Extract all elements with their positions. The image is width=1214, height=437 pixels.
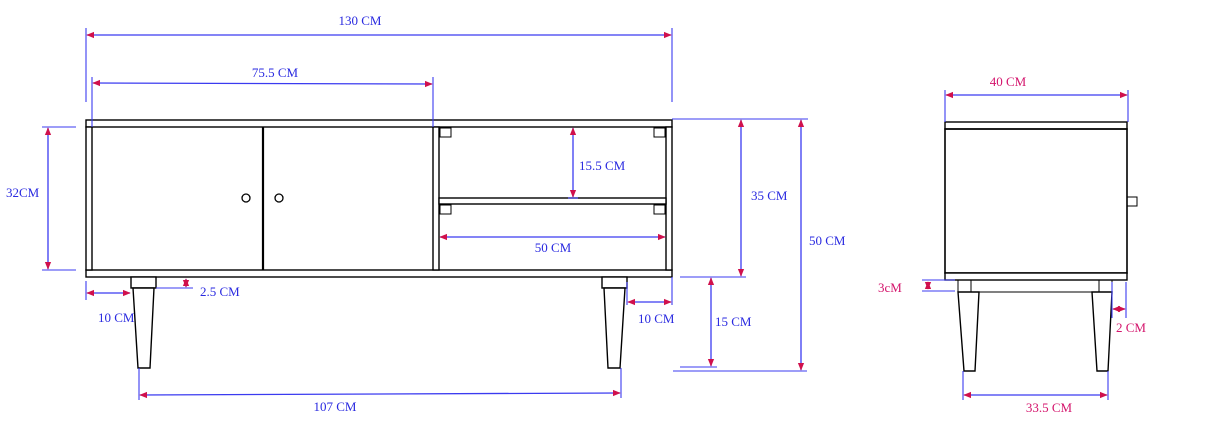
shelf-peg [439,127,452,138]
side-handle [1126,196,1138,207]
label-leg-height: 15 CM [715,314,752,329]
front-view: 130 CM 75.5 CM 32CM 15.5 CM 50 CM 35 CM … [6,13,846,414]
side-base-frame [957,279,1113,293]
label-leg-mount-height: 2.5 CM [200,284,240,299]
label-total-height: 50 CM [809,233,846,248]
left-leg [132,287,155,369]
front-right-side [665,126,673,271]
label-depth: 40 CM [990,74,1027,89]
dim-line-door-section [92,79,433,88]
side-right-leg [1091,291,1113,372]
right-door-knob [274,193,284,203]
label-right-leg-offset: 10 CM [638,311,675,326]
label-total-width: 130 CM [339,13,382,28]
side-bottom-panel [944,272,1128,281]
front-center-divider [432,126,440,271]
label-leg-inset: 2 CM [1116,320,1146,335]
shelf-peg [653,127,666,138]
label-shelf-width: 50 CM [535,240,572,255]
label-left-leg-offset: 10 CM [98,310,135,325]
shelf-peg [439,204,452,215]
front-bottom-panel [85,269,673,278]
label-base-frame-height: 3cM [878,280,902,295]
front-left-side [85,126,93,271]
label-door-height: 32CM [6,185,40,200]
label-body-height: 35 CM [751,188,788,203]
dim-line-leg-span [139,389,621,399]
right-leg-mount [601,276,628,289]
shelf-peg [653,204,666,215]
side-body [944,128,1128,274]
side-top-panel [944,121,1128,130]
side-view: 40 CM 3cM 2 CM 33.5 CM [878,74,1146,415]
label-side-leg-span: 33.5 CM [1026,400,1073,415]
label-leg-span: 107 CM [314,399,357,414]
label-door-section-width: 75.5 CM [252,65,299,80]
front-top-panel [85,119,673,128]
label-shelf-height: 15.5 CM [579,158,626,173]
right-door [262,126,434,271]
left-leg-mount [130,276,157,289]
side-left-leg [957,291,980,372]
left-door-knob [241,193,251,203]
middle-shelf [438,197,667,205]
left-door [91,126,264,271]
right-leg [603,287,626,369]
